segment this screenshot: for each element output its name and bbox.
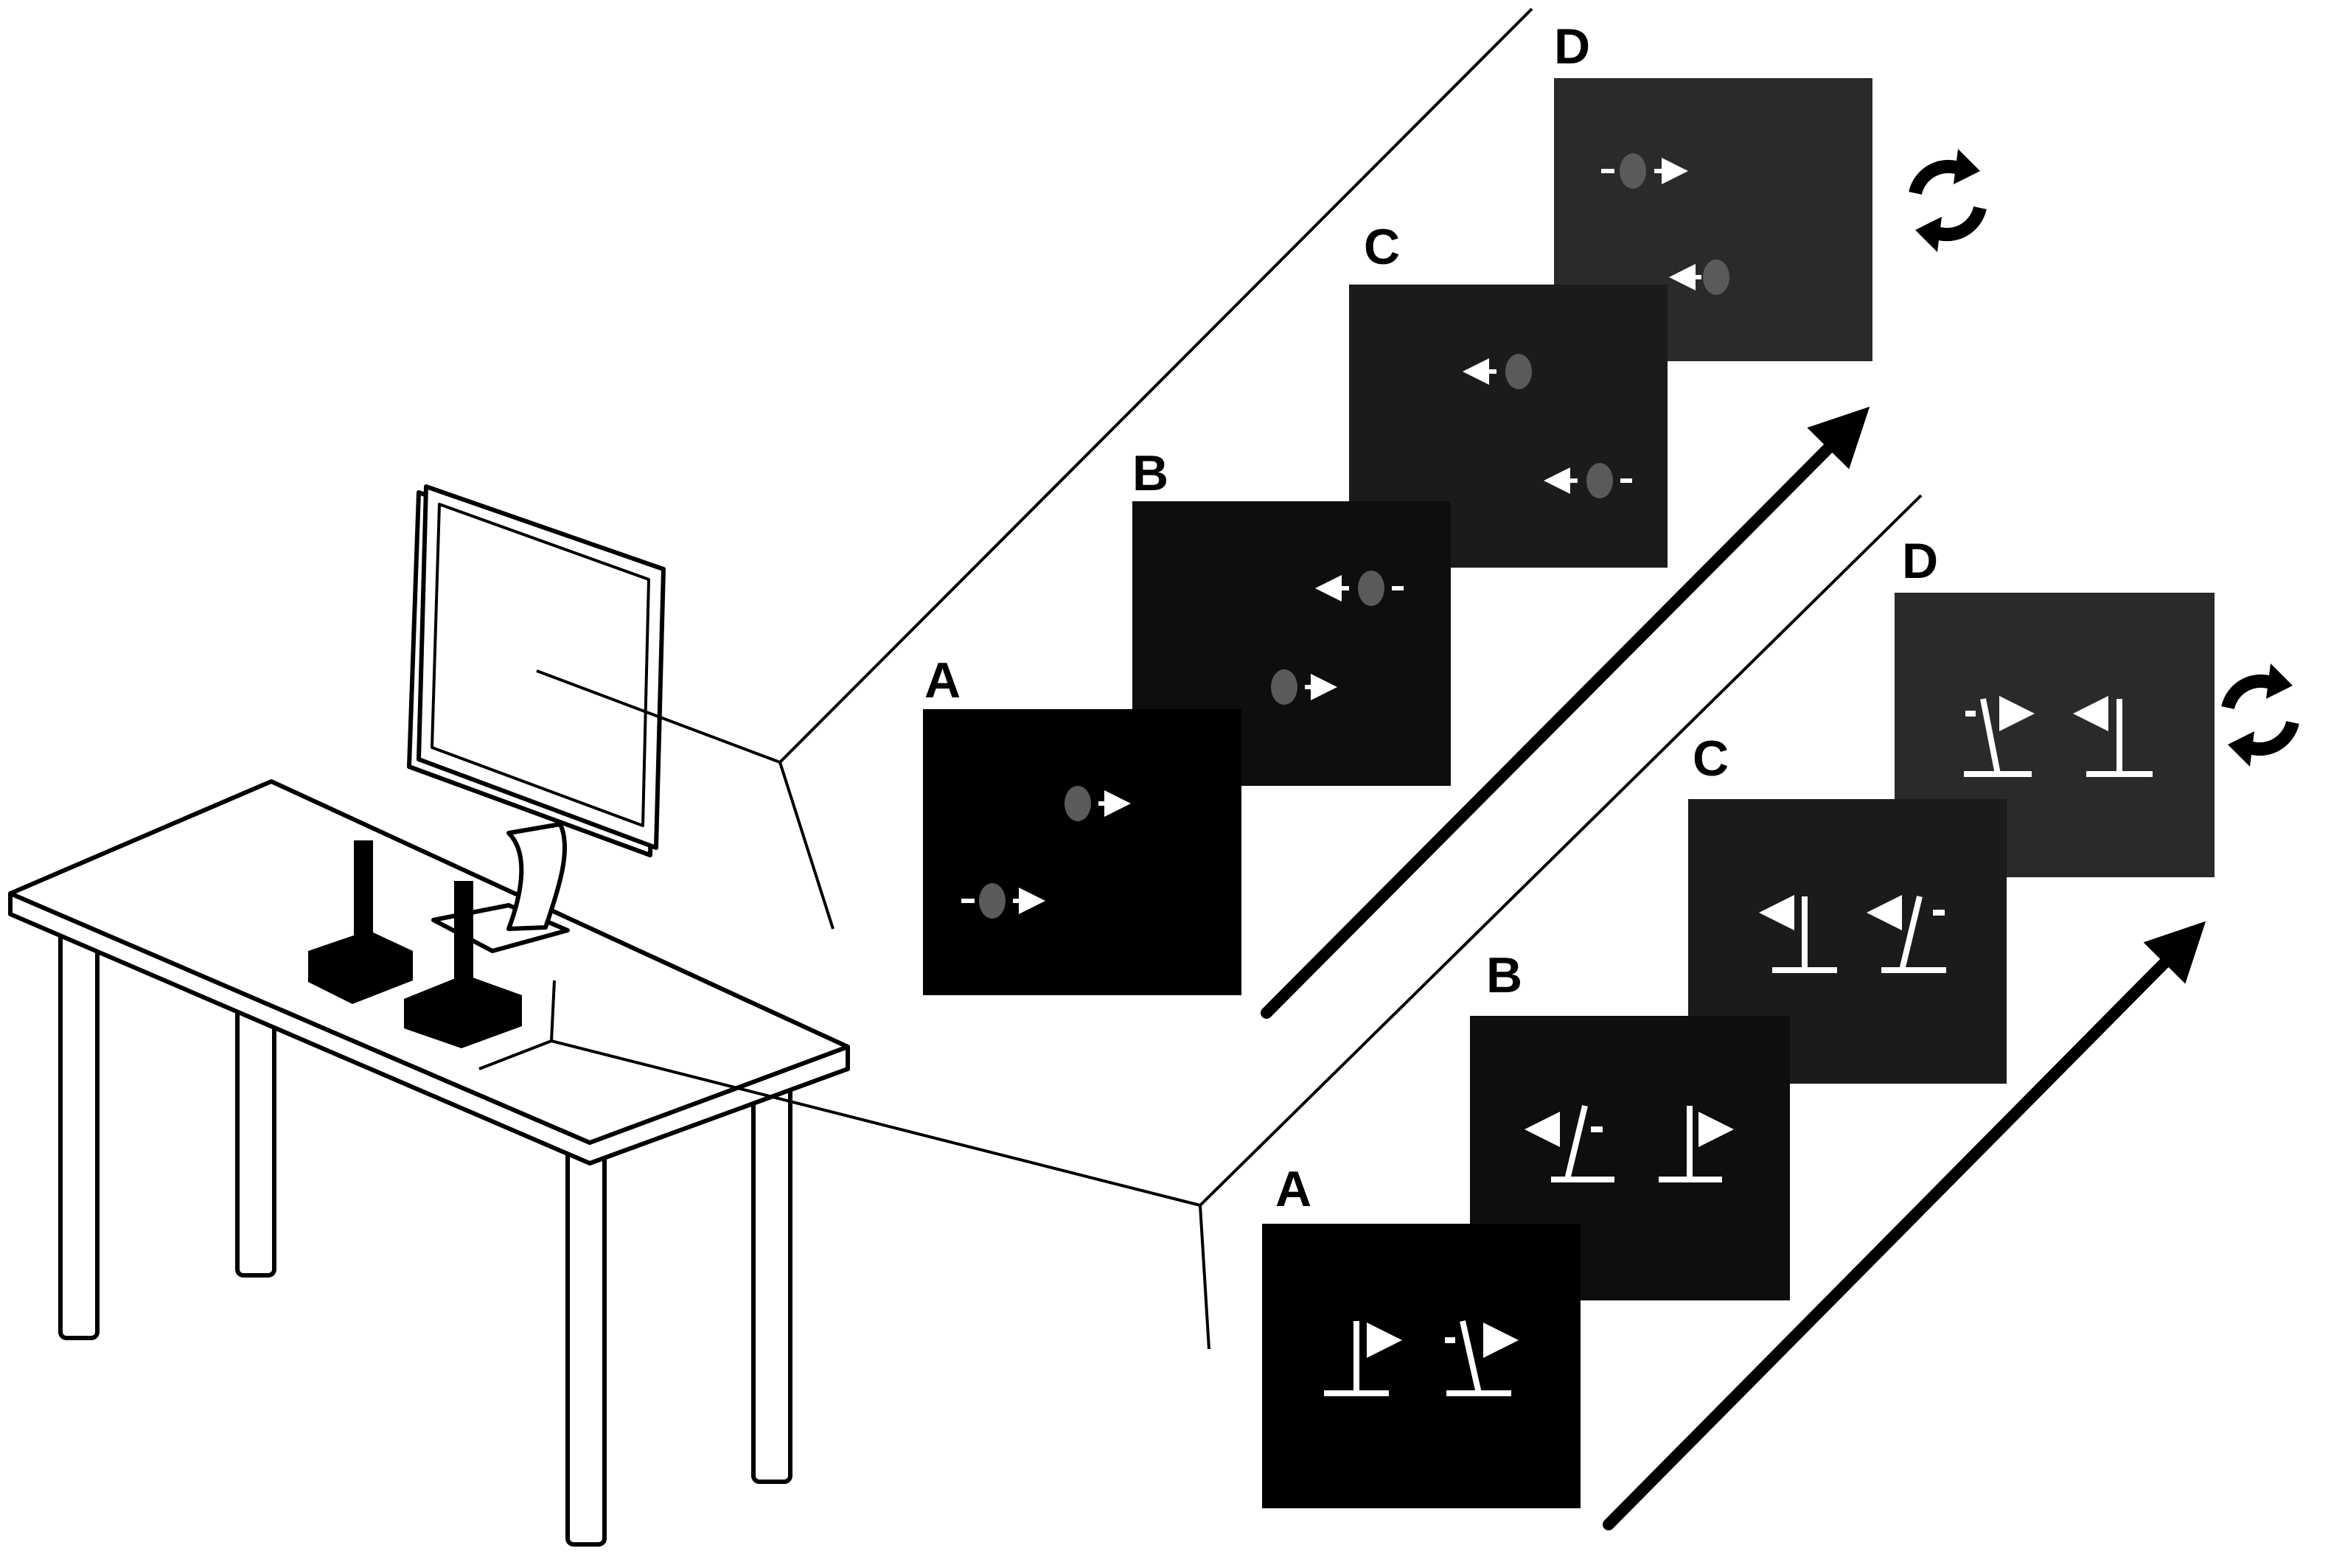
desk [8, 779, 850, 1547]
lower-panel-a-stimuli [1324, 1320, 1519, 1396]
lower-panel-b-stimuli [1525, 1105, 1734, 1182]
desk-pointer-line [478, 1039, 1210, 1350]
desk-leg-front-right [565, 1129, 607, 1547]
desk-leg-back-right [751, 1067, 792, 1484]
lower-panel-c-label: C [1693, 731, 1729, 787]
upper-panel-d-stimuli [1601, 153, 1729, 295]
lower-refresh-cycle-icon [2221, 663, 2299, 767]
upper-sequence: D C B [923, 18, 1987, 1019]
upper-time-arrow [1261, 406, 1870, 1019]
desk-top [8, 779, 850, 1145]
upper-panel-c-stimuli [1463, 354, 1632, 498]
desk-leg-back-left [235, 986, 276, 1278]
stimulus-dot [1065, 786, 1091, 821]
lower-sequence: D C B [1262, 533, 2299, 1530]
lower-panel-d-stimuli [1964, 696, 2153, 777]
stimulus-dot [1703, 259, 1729, 295]
projection-lines [478, 7, 1923, 1350]
stimulus-dot [1358, 571, 1384, 606]
upper-panel-b-label: B [1132, 445, 1168, 501]
lower-panel-c-stimuli [1759, 895, 1946, 973]
lower-time-arrow [1603, 921, 2206, 1530]
upper-panel-a-label: A [924, 652, 961, 708]
upper-panel-a-screen [923, 709, 1241, 995]
lower-panel-a-label: A [1275, 1161, 1311, 1217]
stimulus-dot [1271, 669, 1297, 705]
stimulus-dot [1620, 153, 1646, 189]
lower-panel-a-screen [1262, 1224, 1581, 1508]
lower-panel-b: B [1470, 947, 1790, 1300]
monitor [407, 484, 666, 953]
stimulus-dot [979, 883, 1006, 919]
upper-panel-b-stimuli [1271, 571, 1404, 705]
upper-panel-d-label: D [1554, 18, 1590, 74]
joystick-left [308, 840, 413, 1004]
upper-panel-a-stimuli [961, 786, 1131, 919]
lower-panel-b-label: B [1486, 947, 1522, 1003]
lower-panel-a: A [1262, 1161, 1581, 1508]
upper-refresh-cycle-icon [1909, 149, 1987, 252]
monitor-stand [506, 822, 568, 931]
monitor-screen [431, 503, 650, 827]
stimulus-dot [1586, 463, 1613, 498]
stimulus-dot [1505, 354, 1532, 389]
joystick-right [404, 881, 522, 1048]
lower-panel-d-label: D [1902, 533, 1938, 589]
upper-panel-a: A [923, 652, 1241, 995]
upper-panel-c-label: C [1364, 219, 1400, 275]
desk-leg-front-left [58, 923, 100, 1340]
